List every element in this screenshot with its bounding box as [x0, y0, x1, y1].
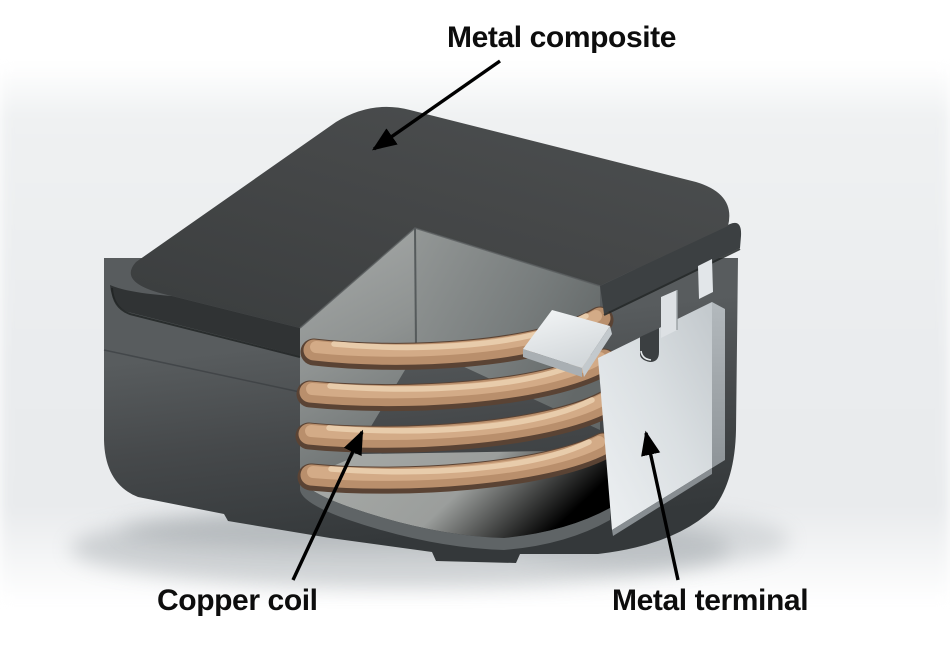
metal-composite-label: Metal composite — [447, 21, 677, 54]
copper-coil-label: Copper coil — [157, 584, 318, 617]
metal-composite-arrow — [371, 59, 501, 151]
copper-coil-arrow — [291, 429, 364, 581]
metal-terminal — [523, 259, 725, 536]
metal-terminal-label: Metal terminal — [612, 584, 809, 617]
core-top-slab — [110, 106, 742, 358]
metal-terminal-arrow — [641, 430, 680, 581]
annotation-arrows — [291, 59, 680, 581]
